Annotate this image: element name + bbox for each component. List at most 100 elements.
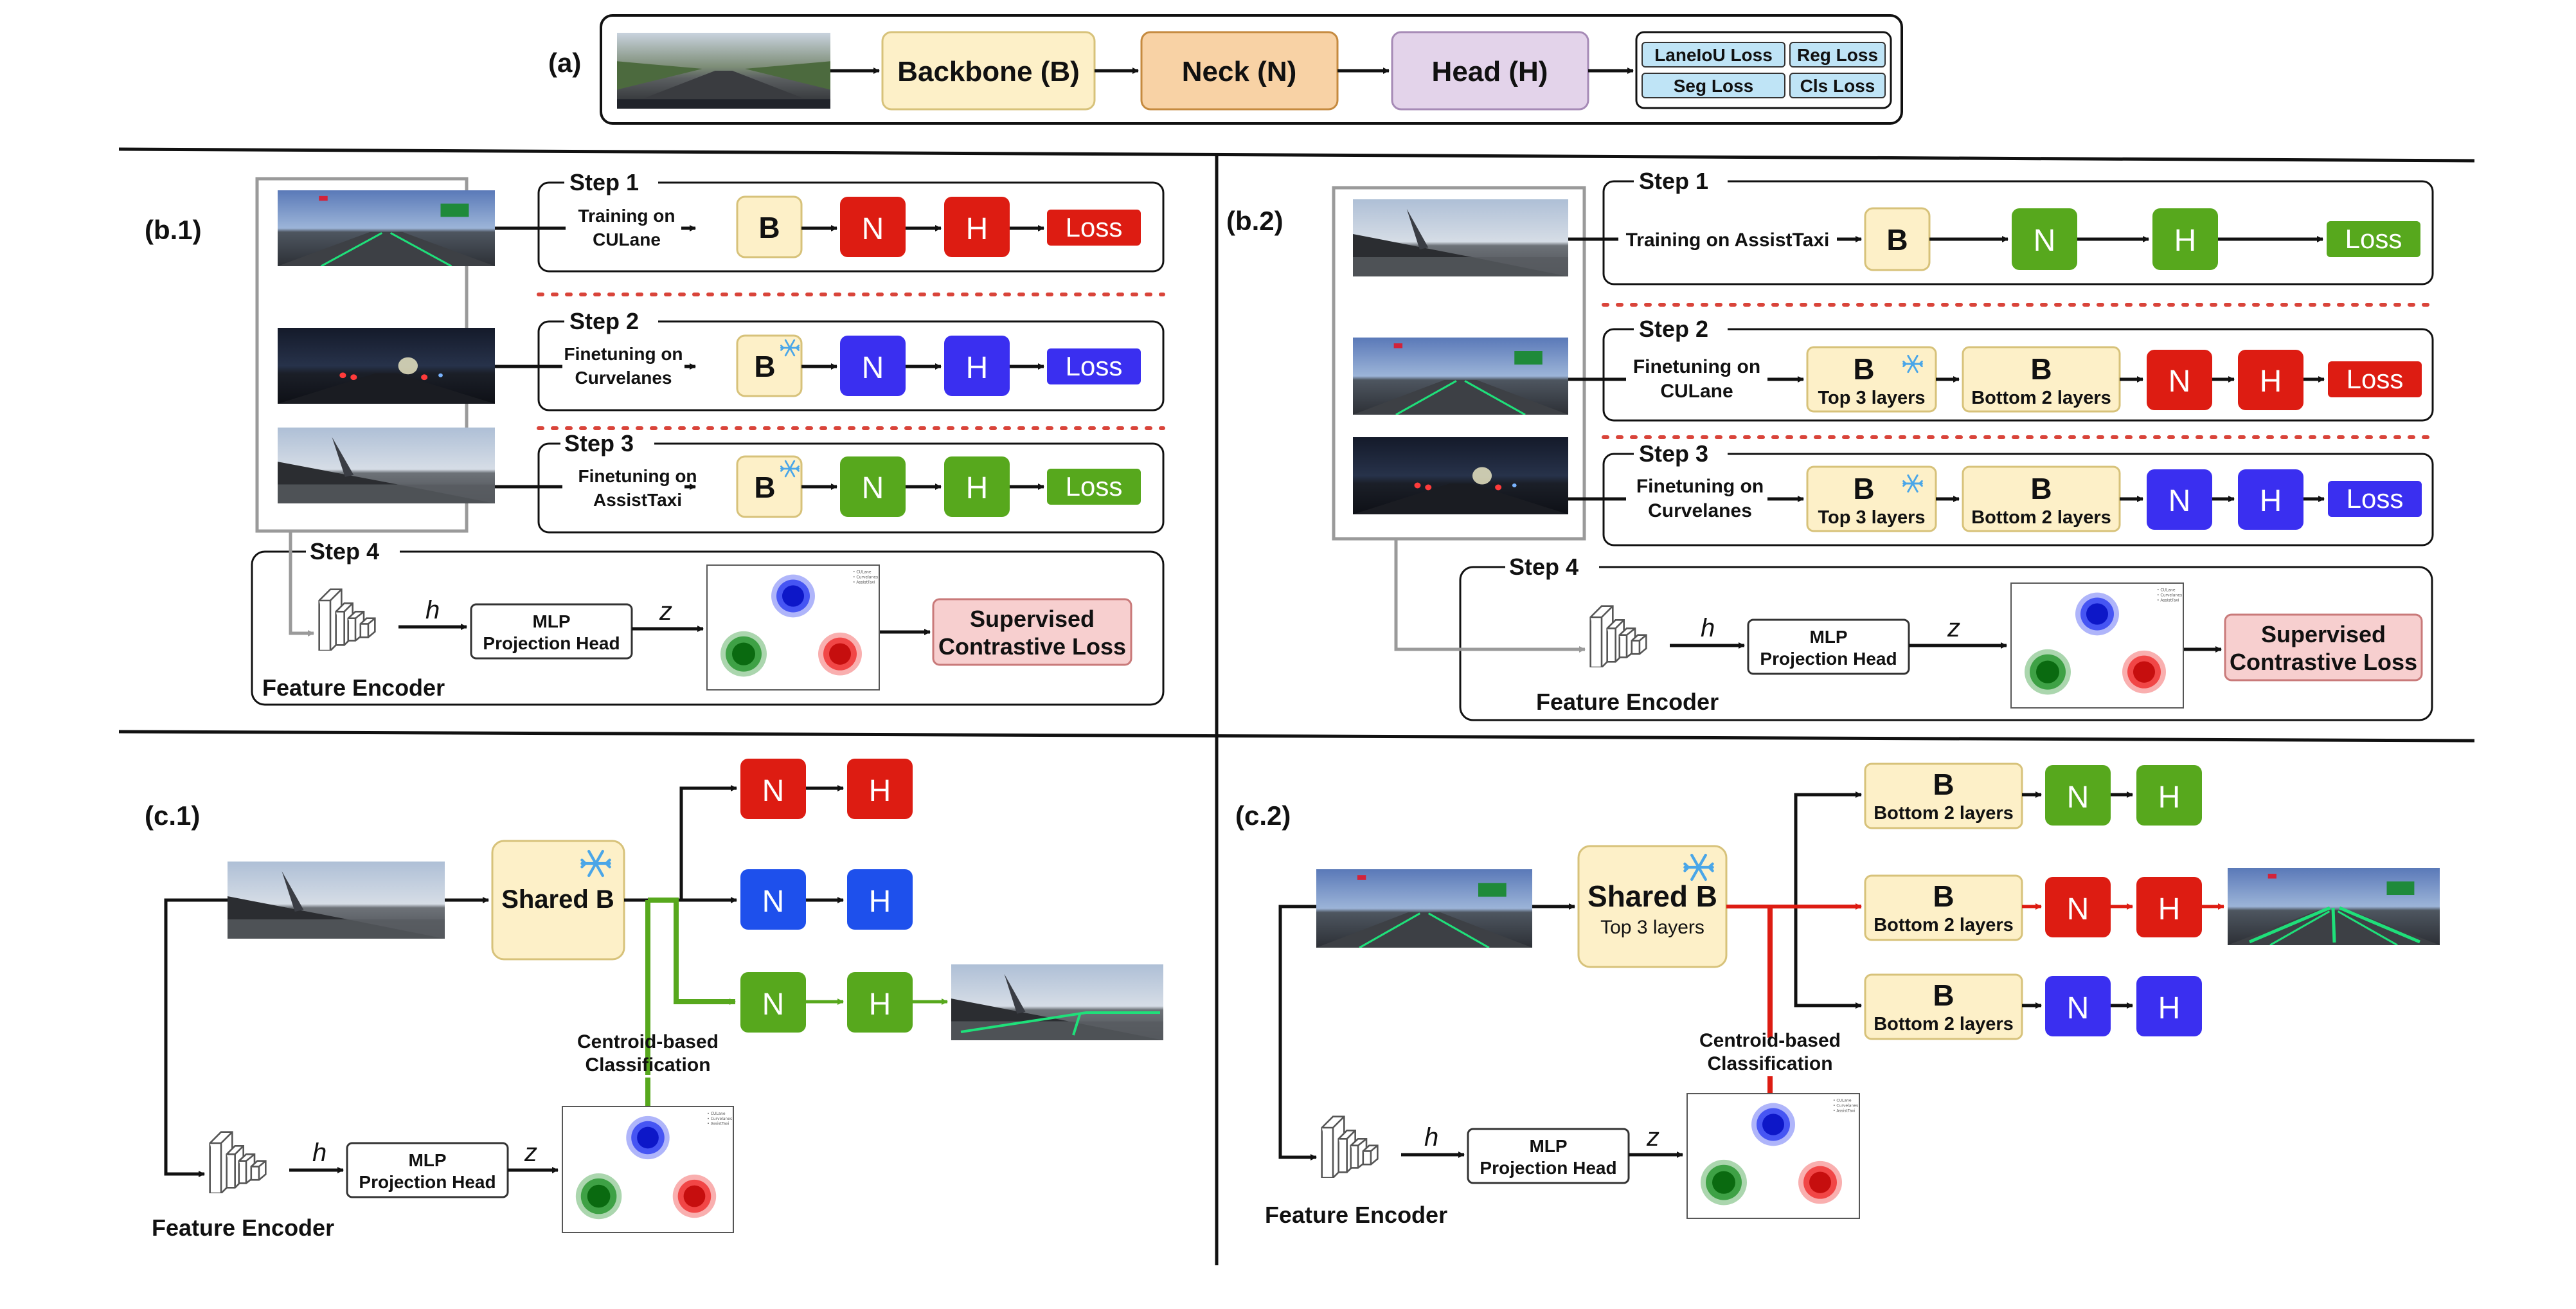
c2-branch2-b: B bbox=[1933, 880, 1954, 913]
c1-branch-red-neck: N bbox=[762, 774, 785, 808]
c2-centroid-text-1: Centroid-based bbox=[1699, 1030, 1841, 1051]
b2-step2-b-bottom: B bbox=[2030, 352, 2052, 386]
b2-step2-head: H bbox=[2260, 365, 2282, 399]
b1-step2-text-2: Curvelanes bbox=[575, 368, 672, 388]
panel-label-c1: (c.1) bbox=[145, 800, 200, 831]
c2-top3-label: Top 3 layers bbox=[1600, 917, 1704, 938]
c1-h-label: h bbox=[312, 1139, 326, 1167]
b2-step1-loss: Loss bbox=[2345, 224, 2402, 254]
b2-step2-bottom2: Bottom 2 layers bbox=[1971, 388, 2111, 408]
c2-branch3-b: B bbox=[1933, 979, 1954, 1012]
b1-step1-neck: N bbox=[862, 212, 884, 246]
b2-step3-neck: N bbox=[2169, 484, 2191, 518]
neck-label: Neck (N) bbox=[1182, 56, 1297, 87]
c1-branch-blue-head: H bbox=[869, 885, 891, 919]
c1-feature-encoder-label: Feature Encoder bbox=[152, 1214, 334, 1241]
b2-step2-text-1: Finetuning on bbox=[1633, 356, 1760, 377]
input-photo bbox=[228, 862, 445, 939]
b2-supcon-text-2: Contrastive Loss bbox=[2230, 649, 2417, 675]
c1-branch-blue-neck: N bbox=[762, 885, 785, 919]
b1-step2-loss: Loss bbox=[1066, 351, 1123, 381]
c2-branch2-bottom2: Bottom 2 layers bbox=[1874, 915, 2014, 935]
b2-h-label: h bbox=[1701, 614, 1715, 642]
b1-mlp-text-2: Projection Head bbox=[483, 633, 620, 653]
panel-label-b1: (b.1) bbox=[145, 215, 202, 245]
b2-step3-label: Step 3 bbox=[1639, 440, 1708, 467]
b2-step2-label: Step 2 bbox=[1639, 316, 1708, 342]
b1-supcon-text-1: Supervised bbox=[970, 606, 1095, 632]
c2-feature-encoder-label: Feature Encoder bbox=[1265, 1202, 1447, 1228]
b2-step4-box bbox=[1459, 566, 2433, 721]
c2-branch2-head: H bbox=[2158, 892, 2181, 926]
c2-h-label: h bbox=[1424, 1123, 1438, 1151]
b2-mlp-text-2: Projection Head bbox=[1760, 649, 1897, 669]
b1-step4-label: Step 4 bbox=[310, 538, 379, 564]
b1-supcon-loss bbox=[932, 598, 1132, 666]
head-label: Head (H) bbox=[1432, 56, 1548, 87]
panel-c1: (c.1) Shared B N H N H N H Centroid-base… bbox=[145, 759, 1163, 1241]
b2-step2-loss: Loss bbox=[2347, 364, 2404, 394]
c1-mlp-text-2: Projection Head bbox=[359, 1172, 496, 1192]
b2-step3-head: H bbox=[2260, 484, 2282, 518]
b1-feature-encoder-label: Feature Encoder bbox=[262, 674, 445, 701]
c2-z-label: z bbox=[1646, 1123, 1659, 1151]
c1-centroid-text-1: Centroid-based bbox=[577, 1031, 719, 1052]
b2-feature-encoder-label: Feature Encoder bbox=[1536, 689, 1719, 715]
dataset-frame bbox=[1332, 186, 1586, 541]
culane-photo bbox=[278, 190, 495, 266]
c2-mlp-text-2: Projection Head bbox=[1480, 1158, 1616, 1178]
b2-step4-label: Step 4 bbox=[1509, 554, 1579, 580]
curvelanes-photo bbox=[1353, 437, 1568, 514]
b1-mlp-text-1: MLP bbox=[532, 611, 570, 631]
b2-supcon-loss bbox=[2224, 613, 2423, 682]
b2-step3-text-1: Finetuning on bbox=[1636, 476, 1764, 497]
b1-step2-neck: N bbox=[862, 351, 884, 385]
seg-loss-label: Seg Loss bbox=[1674, 76, 1753, 96]
road-photo-icon bbox=[617, 33, 830, 109]
laneiou-loss-label: LaneIoU Loss bbox=[1654, 45, 1773, 65]
b1-step3-text-1: Finetuning on bbox=[578, 466, 697, 486]
c2-branch1-head: H bbox=[2158, 781, 2181, 815]
b2-step2-top3: Top 3 layers bbox=[1818, 388, 1925, 408]
culane-photo bbox=[1353, 338, 1568, 415]
b2-step1-label: Step 1 bbox=[1639, 168, 1708, 194]
b2-step2-b-top: B bbox=[1853, 352, 1874, 386]
c1-mlp-text-1: MLP bbox=[408, 1150, 446, 1170]
assisttaxi-photo bbox=[1353, 199, 1568, 276]
b2-step1-text: Training on AssistTaxi bbox=[1626, 230, 1830, 251]
b1-h-label: h bbox=[425, 596, 440, 624]
panel-label-c2: (c.2) bbox=[1235, 800, 1291, 831]
c2-branch1-bottom2: Bottom 2 layers bbox=[1874, 803, 2014, 824]
b1-step3-text-2: AssistTaxi bbox=[593, 490, 682, 510]
cluster-plot-icon bbox=[706, 564, 880, 691]
feature-encoder-icon bbox=[1321, 1115, 1379, 1178]
c2-branch1-b: B bbox=[1933, 768, 1954, 801]
b2-step2-neck: N bbox=[2169, 365, 2191, 399]
b1-step1-text-2: CULane bbox=[593, 230, 661, 249]
backbone-label: Backbone (B) bbox=[897, 56, 1080, 87]
c2-branch3-head: H bbox=[2158, 991, 2181, 1025]
c2-shared-b-label: Shared B bbox=[1588, 880, 1717, 913]
input-photo bbox=[1316, 869, 1532, 948]
b2-supcon-text-1: Supervised bbox=[2261, 621, 2386, 647]
b1-step1-head: H bbox=[966, 212, 988, 246]
b2-step3-bottom2: Bottom 2 layers bbox=[1971, 507, 2111, 528]
b2-step1-head: H bbox=[2174, 224, 2197, 258]
b2-step1-neck: N bbox=[2034, 224, 2056, 258]
b2-step3-top3: Top 3 layers bbox=[1818, 507, 1925, 528]
b1-step2-head: H bbox=[966, 351, 988, 385]
c1-centroid-text-2: Classification bbox=[585, 1054, 710, 1076]
panel-c2: (c.2) Shared B Top 3 layers B Bottom 2 l… bbox=[1235, 763, 2440, 1228]
c2-branch2-neck: N bbox=[2067, 892, 2089, 926]
panel-b1: (b.1) Step 1 Training on CULane B N H Lo… bbox=[145, 169, 1165, 706]
c2-branch1-neck: N bbox=[2067, 781, 2089, 815]
b1-step1-label: Step 1 bbox=[569, 169, 639, 195]
b2-step1-backbone: B bbox=[1886, 223, 1908, 257]
b2-step2-text-2: CULane bbox=[1660, 381, 1733, 402]
cluster-plot-icon bbox=[2010, 582, 2184, 709]
panel-b2: (b.2) Step 1 Training on AssistTaxi B N … bbox=[1226, 168, 2435, 721]
c2-branch3-bottom2: Bottom 2 layers bbox=[1874, 1014, 2014, 1034]
b1-step1-text-1: Training on bbox=[578, 206, 675, 226]
panel-label-b2: (b.2) bbox=[1226, 206, 1284, 236]
